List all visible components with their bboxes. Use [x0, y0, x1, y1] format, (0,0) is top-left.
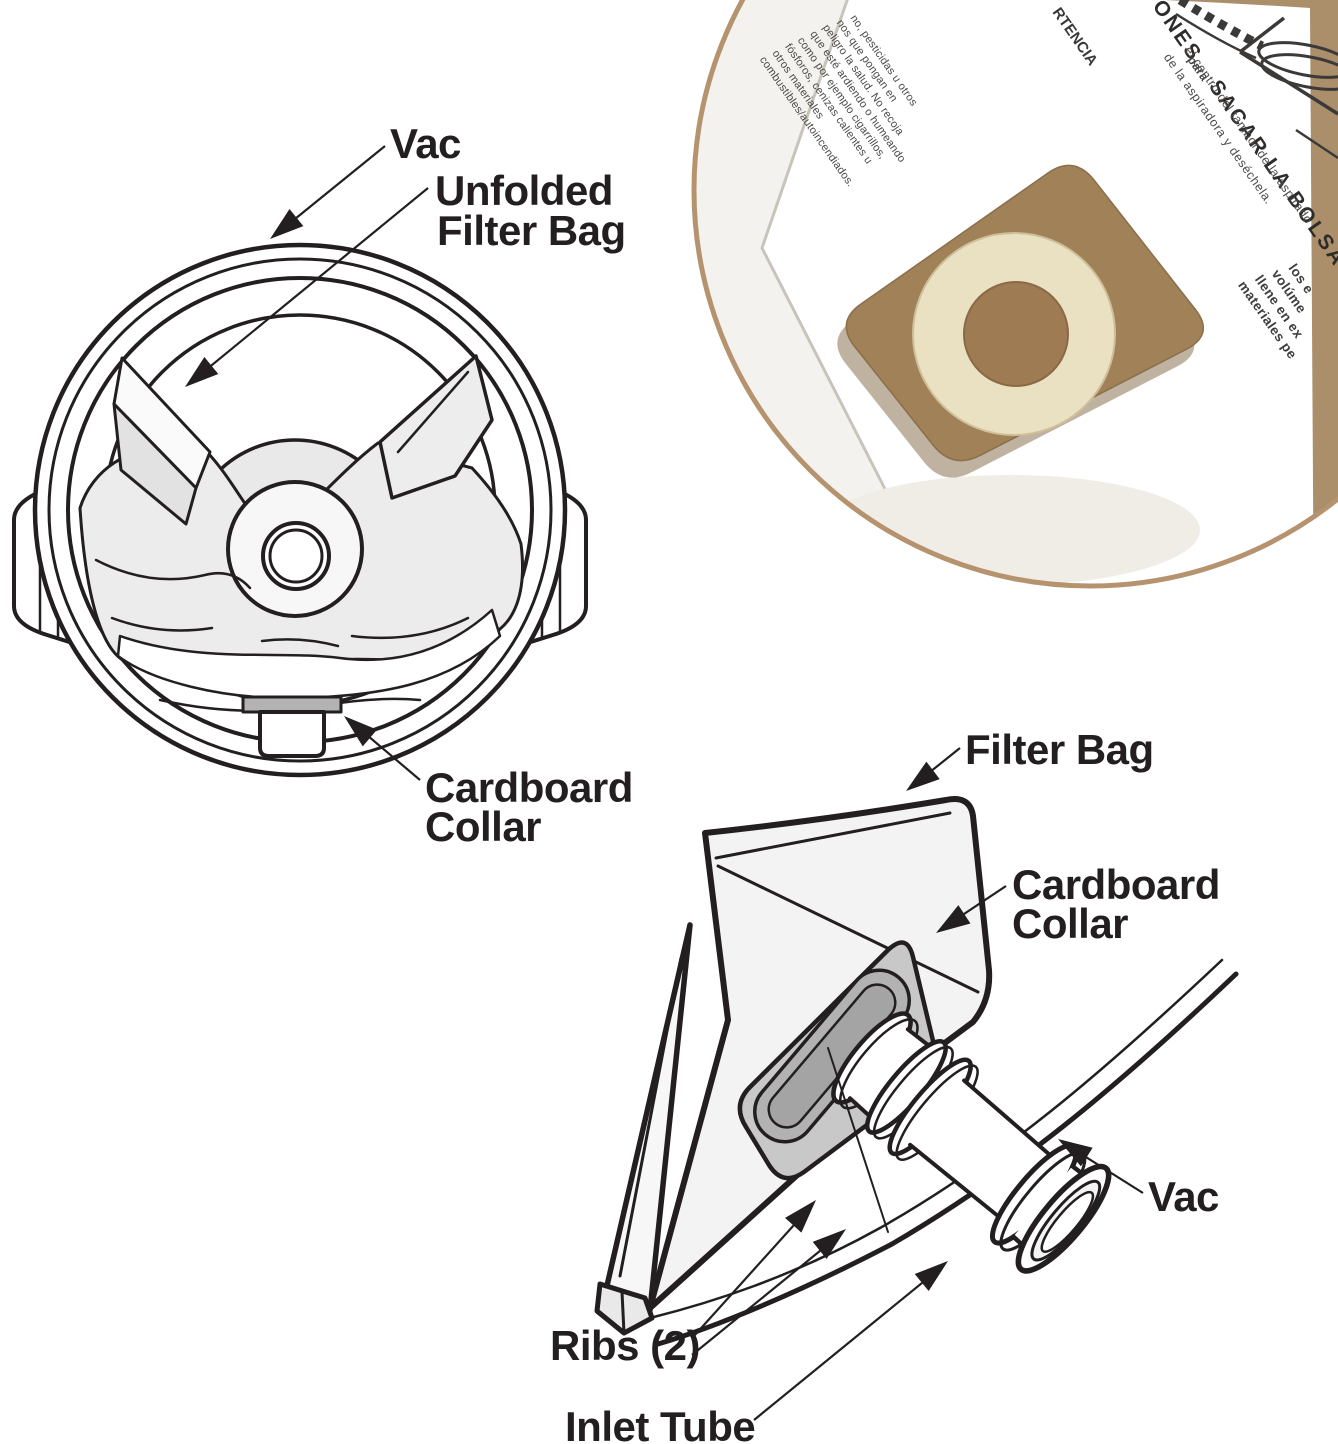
label-vac-top-text: Vac [390, 120, 461, 167]
label-ribs: Ribs (2) [550, 1200, 846, 1369]
label-ribs-text: Ribs (2) [550, 1322, 700, 1369]
label-vac-bottom-text: Vac [1148, 1173, 1219, 1220]
label-cc-top-line2: Collar [425, 803, 541, 850]
printed-vac-illustration [1175, 0, 1338, 160]
label-vac-bottom: Vac [1058, 1139, 1220, 1220]
paper-shadow [820, 475, 1200, 585]
photo-inset-border [691, 0, 1338, 589]
label-inlet-tube: Inlet Tube [565, 1261, 948, 1444]
label-cardboard-collar-top: Cardboard Collar [344, 716, 633, 850]
label-filter-bag-text: Filter Bag [965, 726, 1154, 773]
drum-cardboard-collar-bar [241, 695, 343, 714]
drum-mid-rim [47, 257, 553, 763]
slot-indicator-line [827, 1047, 889, 1233]
paper-edge [760, 0, 910, 535]
label-vac-top: Vac [270, 120, 462, 239]
photo-cardboard-collar [837, 164, 1204, 478]
bag-flap-left [112, 356, 212, 526]
label-cardboard-collar-bottom: Cardboard Collar [936, 861, 1220, 947]
collar-center-hole [963, 281, 1069, 387]
label-inlet-tube-text: Inlet Tube [565, 1403, 755, 1444]
bag-end-face [594, 1281, 655, 1336]
bag-installation-diagram [594, 796, 1239, 1347]
inlet-tube [831, 1011, 1112, 1274]
installed-cardboard-collar [737, 940, 938, 1181]
vac-wall-curves [648, 958, 1239, 1347]
label-cc-bottom-line2: Collar [1012, 900, 1128, 947]
bag-gusset-line [618, 956, 683, 1278]
bag-end-face-line [620, 1290, 626, 1335]
label-filter-bag-bottom: Filter Bag [906, 726, 1154, 791]
bag-fold-lines [714, 811, 980, 994]
bag-hole-inner-ring [268, 528, 324, 584]
label-unfolded-line1: Unfolded [435, 167, 613, 214]
annotations: Vac Unfolded Filter Bag Cardboard Collar… [185, 120, 1220, 1444]
bag-flap-right [378, 354, 494, 500]
label-unfolded-line2: Filter Bag [437, 207, 626, 254]
drum-inlet-tab [258, 710, 326, 758]
label-unfolded-filter-bag: Unfolded Filter Bag [185, 167, 626, 387]
bag-fold-band [116, 608, 502, 700]
label-cc-top-line1: Cardboard [425, 764, 633, 811]
photo-inset: no, pesticidas u otros nos que pongan en… [694, 0, 1338, 586]
drum-top-view-diagram [12, 242, 588, 778]
label-cc-bottom-line1: Cardboard [1012, 861, 1220, 908]
